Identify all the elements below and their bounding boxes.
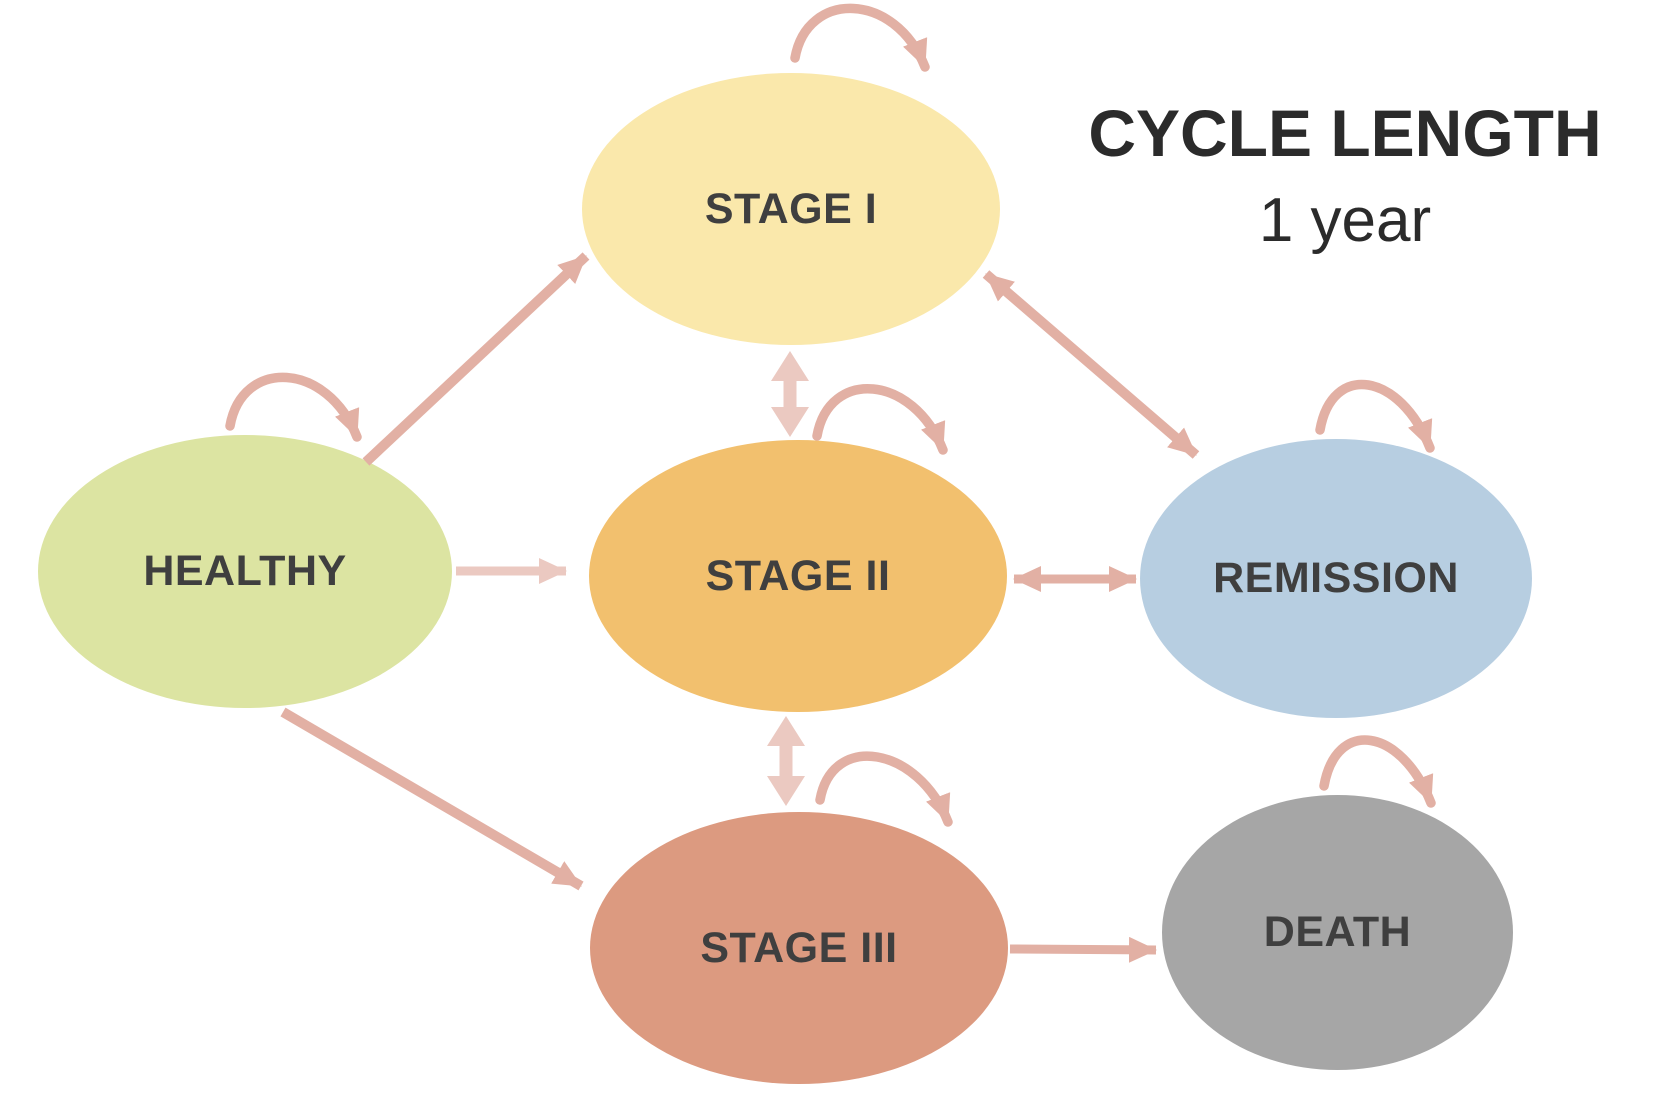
- transition-healthy-stage1: [362, 252, 590, 466]
- cycle-length-value: 1 year: [1258, 186, 1432, 255]
- cycle-length-heading: CYCLE LENGTH: [1088, 96, 1602, 170]
- state-death-label: DEATH: [1263, 908, 1412, 956]
- state-death: DEATH: [1162, 795, 1513, 1070]
- self-loop-death: [1319, 735, 1436, 808]
- state-stage-2-label: STAGE II: [705, 551, 891, 600]
- cycle-length-title-block: CYCLE LENGTH 1 year: [1030, 100, 1660, 252]
- transition-stage1-stage2-bidirectional: [771, 351, 809, 437]
- state-healthy: HEALTHY: [38, 435, 452, 708]
- state-stage-3-label: STAGE III: [700, 923, 898, 972]
- transition-stage2-stage3-bidirectional: [767, 716, 805, 806]
- self-loop-stage2: [812, 384, 948, 455]
- state-stage-1: STAGE I: [582, 73, 1000, 345]
- self-loop-stage1: [790, 3, 930, 72]
- state-stage-2: STAGE II: [589, 440, 1007, 712]
- state-healthy-label: HEALTHY: [143, 547, 347, 595]
- transition-healthy-stage3: [280, 707, 584, 891]
- self-loop-stage3: [815, 751, 953, 827]
- self-loop-healthy: [225, 372, 362, 442]
- state-stage-1-label: STAGE I: [704, 184, 878, 233]
- state-stage-3: STAGE III: [590, 812, 1008, 1084]
- transition-stage1-remission-bidirectional: [982, 270, 1200, 459]
- transition-stage3-death: [1009, 936, 1157, 963]
- state-remission: REMISSION: [1140, 439, 1532, 718]
- state-remission-label: REMISSION: [1213, 554, 1459, 602]
